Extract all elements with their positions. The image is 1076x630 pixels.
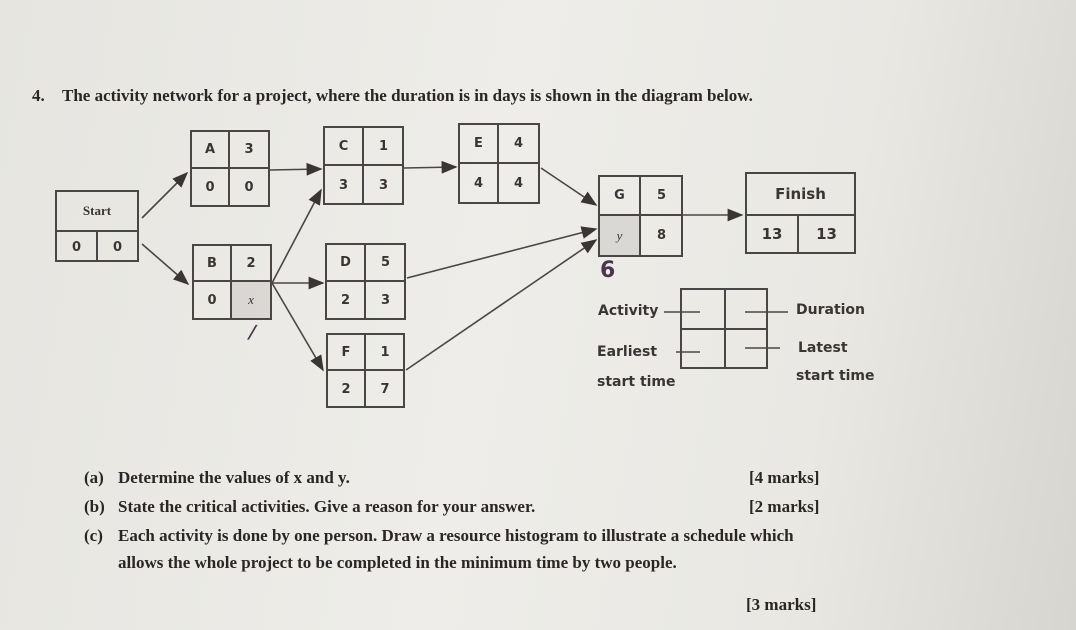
activity-b-duration: 2 (232, 246, 270, 282)
part-c-label: (c) (84, 526, 103, 545)
activity-d-latest: 3 (380, 293, 391, 308)
finish-earliest: 13 (747, 216, 799, 252)
arrow-b-c (271, 188, 322, 284)
question-number: 4. (32, 86, 45, 105)
activity-g-latest: 8 (656, 228, 667, 243)
activity-d-name: D (327, 245, 366, 282)
activity-b-earliest: 0 (194, 282, 232, 318)
activity-a-name: A (192, 132, 230, 169)
activity-e-duration: 4 (499, 125, 538, 164)
activity-g-duration: 5 (641, 177, 682, 216)
legend-latest: Latest (798, 340, 848, 356)
legend-activity: Activity (598, 303, 659, 319)
question-intro: The activity network for a project, wher… (62, 86, 753, 105)
arrow-start-b (141, 243, 190, 286)
finish-latest: 13 (816, 225, 837, 243)
part-a-label: (a) (84, 468, 104, 487)
legend-earliest: Earliest (597, 344, 658, 360)
activity-f-name: F (328, 335, 366, 371)
activity-c-name: C (325, 128, 364, 166)
arrow-c-e (403, 160, 458, 174)
part-c-text-2: allows the whole project to be completed… (118, 553, 677, 572)
activity-c-duration: 1 (364, 128, 403, 166)
legend-earliest-2: start time (597, 374, 676, 390)
start-latest: 0 (112, 239, 123, 255)
activity-d-duration: 5 (366, 245, 405, 282)
activity-a-earliest: 0 (192, 169, 230, 206)
arrow-e-g (540, 167, 598, 206)
activity-a-latest: 0 (244, 180, 254, 195)
part-c-marks: [3 marks] (746, 595, 817, 614)
arrow-b-f (271, 282, 324, 372)
part-c-text: Each activity is done by one person. Dra… (118, 526, 794, 545)
activity-f-duration: 1 (366, 335, 404, 371)
legend-latest-2: start time (796, 368, 875, 384)
start-earliest: 0 (57, 232, 98, 262)
start-node: Start 0 0 (55, 190, 139, 262)
arrow-f-g (405, 239, 598, 371)
legend-duration: Duration (796, 302, 866, 318)
activity-f-earliest: 2 (328, 371, 366, 407)
finish-node: Finish 13 13 (745, 172, 856, 254)
legend-node (680, 288, 768, 369)
activity-a-duration: 3 (230, 132, 268, 169)
part-b-marks: [2 marks] (749, 497, 820, 516)
activity-g-name: G (600, 177, 641, 216)
part-b-text: State the critical activities. Give a re… (118, 497, 536, 516)
finish-label: Finish (747, 174, 854, 216)
activity-b-latest: x (232, 282, 270, 318)
activity-e-latest: 4 (513, 176, 524, 191)
activity-e-earliest: 4 (460, 164, 499, 203)
start-label: Start (57, 192, 137, 232)
activity-b-name: B (194, 246, 232, 282)
activity-e-name: E (460, 125, 499, 164)
activity-g-earliest: y (600, 216, 641, 255)
part-b-label: (b) (84, 497, 105, 516)
arrow-a-c (269, 162, 323, 176)
activity-f-latest: 7 (380, 381, 390, 397)
arrow-start-a (141, 171, 189, 219)
activity-c-latest: 3 (378, 177, 389, 193)
arrow-d-g (406, 226, 598, 279)
part-a-text: Determine the values of x and y. (118, 468, 350, 487)
activity-c-earliest: 3 (325, 166, 364, 204)
activity-d-earliest: 2 (327, 282, 366, 319)
part-a-marks: [4 marks] (749, 468, 820, 487)
handwritten-mark-g: 6 (600, 258, 616, 283)
